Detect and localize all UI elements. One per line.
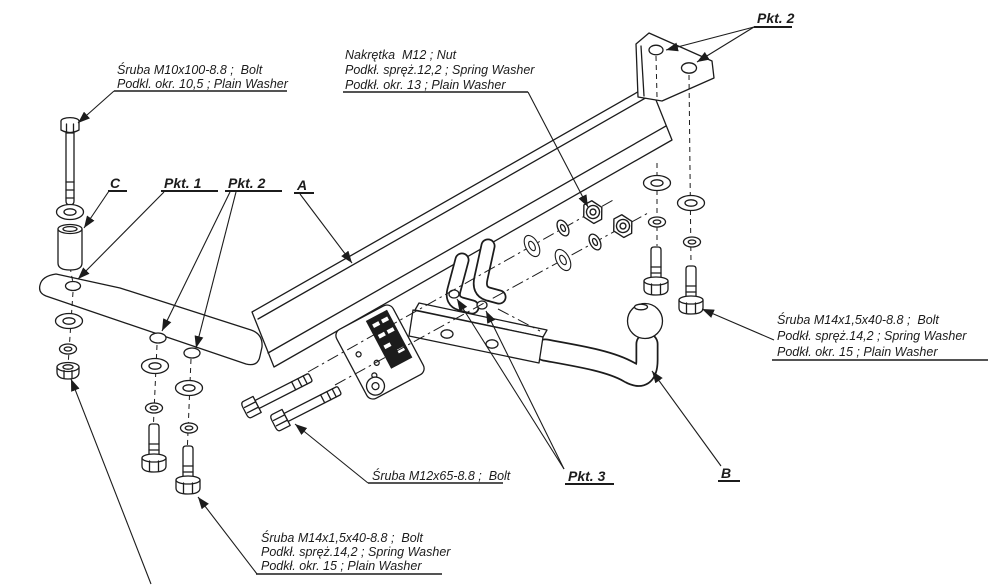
callout-bolt-m14-right-line1: Śruba M14x1,5x40-8.8 ; Bolt xyxy=(777,312,939,327)
plain-washer xyxy=(174,379,204,397)
right-end-bracket xyxy=(635,32,715,102)
spacer-sleeve-c xyxy=(57,223,83,271)
callout-bolt-m14-bottom-line3: Podkł. okr. 15 ; Plain Washer xyxy=(261,559,422,573)
spring-washer xyxy=(144,402,164,414)
spring-washer xyxy=(179,422,199,434)
spring-washer xyxy=(58,343,78,355)
callout-bolt-m10-line2: Podkl. okr. 10,5 ; Plain Washer xyxy=(117,77,289,91)
receiver-tube-front xyxy=(408,309,544,364)
callout-pkt1: Pkt. 1 xyxy=(164,175,202,191)
plain-washer xyxy=(520,232,544,260)
plain-washer xyxy=(54,312,84,330)
callout-bolt-m14-bottom-line2: Podkł. spręż.14,2 ; Spring Washer xyxy=(261,545,451,559)
plain-washer xyxy=(676,194,706,212)
rating-plate xyxy=(335,304,425,400)
ball-arm xyxy=(408,302,664,387)
plain-washer xyxy=(551,246,575,274)
bolt-m14 xyxy=(643,246,669,296)
tow-ball-top-detail xyxy=(633,303,649,311)
callout-bolt-m12x65: Śruba M12x65-8.8 ; Bolt xyxy=(372,468,511,483)
callout-pkt2-left: Pkt. 2 xyxy=(228,175,266,191)
plain-washer xyxy=(140,357,170,375)
spring-washer xyxy=(647,216,667,228)
callout-bolt-m14-right-line2: Podkł. spręż.14,2 ; Spring Washer xyxy=(777,329,967,343)
right-fastener-stacks xyxy=(642,174,706,315)
callout-nut-m12-line3: Podkł. okr. 13 ; Plain Washer xyxy=(345,78,506,92)
callout-nut-m12-line2: Podkł. spręż.12,2 ; Spring Washer xyxy=(345,63,535,77)
nut xyxy=(56,361,80,380)
bolt-m14 xyxy=(175,445,201,495)
leader-lines xyxy=(70,26,775,585)
callout-pkt3: Pkt. 3 xyxy=(568,468,606,484)
callout-labels: Śruba M10x100-8.8 ; Bolt Podkl. okr. 10,… xyxy=(108,10,988,575)
callout-pkt2-top: Pkt. 2 xyxy=(757,10,795,26)
spring-washer xyxy=(682,236,702,248)
tube-hole-2 xyxy=(485,339,499,349)
bolt-m10-shaft xyxy=(65,132,75,206)
callout-part-a: A xyxy=(296,177,307,193)
spring-washer xyxy=(553,217,573,239)
callout-bolt-m14-bottom-line1: Śruba M14x1,5x40-8.8 ; Bolt xyxy=(261,530,423,545)
callout-part-c: C xyxy=(110,175,121,191)
bracket-hole-pkt2a xyxy=(648,44,664,56)
clevis-hole-2 xyxy=(476,300,488,310)
nut-m12 xyxy=(608,211,638,241)
nut-m12 xyxy=(578,197,608,227)
plate-hole-pkt2b xyxy=(183,347,201,359)
tube-hole-1 xyxy=(440,329,454,339)
main-beam xyxy=(251,84,673,368)
spring-washer xyxy=(585,231,605,253)
bolt-m14 xyxy=(678,265,704,315)
clevis-bracket xyxy=(445,238,507,315)
callout-nut-m12-line1: Nakrętka M12 ; Nut xyxy=(345,48,457,62)
plate-hole-pkt2a xyxy=(149,332,167,344)
plate-hole-pkt1 xyxy=(64,280,82,292)
callout-part-b: B xyxy=(721,465,731,481)
plain-washer xyxy=(642,174,672,192)
tow-ball xyxy=(626,302,664,340)
callout-bolt-m14-right-line3: Podkł. okr. 15 ; Plain Washer xyxy=(777,345,938,359)
bolt-m14 xyxy=(141,423,167,473)
plain-washer xyxy=(55,203,85,221)
bracket-hole-pkt2b xyxy=(680,62,698,74)
callout-bolt-m10-line1: Śruba M10x100-8.8 ; Bolt xyxy=(117,62,263,77)
left-mounting-plate xyxy=(38,273,263,366)
bolt-m10-assembly xyxy=(55,116,85,271)
